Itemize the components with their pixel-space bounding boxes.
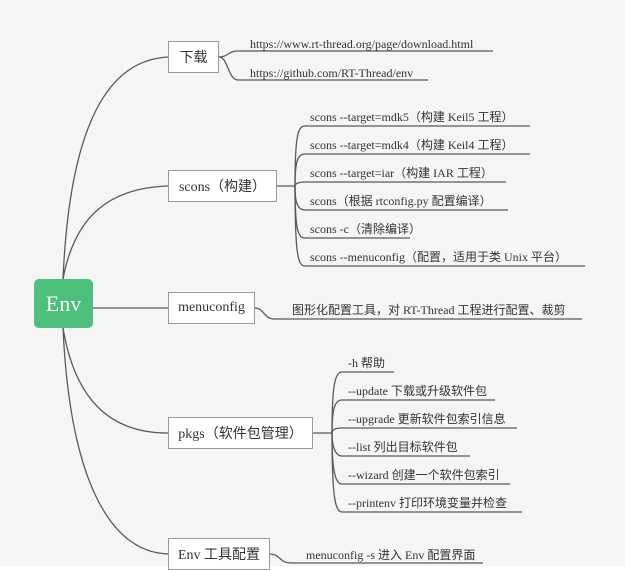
leaf-pkgs-help[interactable]: -h 帮助 [348,356,385,370]
connector-envconfig-1 [269,553,483,564]
branch-pkgs[interactable]: pkgs（软件包管理） [168,417,313,449]
leaf-scons-iar[interactable]: scons --target=iar（构建 IAR 工程） [310,166,493,180]
connector-root-download [62,56,169,280]
connector-root-envconfig [62,327,169,555]
connector-root-pkgs [62,327,169,434]
leaf-download-url-2[interactable]: https://github.com/RT-Thread/env [250,66,414,80]
branch-menuconfig[interactable]: menuconfig [168,292,255,324]
leaf-pkgs-wizard[interactable]: --wizard 创建一个软件包索引 [348,468,500,482]
branch-scons[interactable]: scons（构建） [168,170,277,202]
leaf-download-url-1[interactable]: https://www.rt-thread.org/page/download.… [250,37,474,51]
leaf-menuconfig-desc[interactable]: 图形化配置工具，对 RT-Thread 工程进行配置、裁剪 [292,303,566,317]
branch-env-config[interactable]: Env 工具配置 [168,538,270,570]
leaf-pkgs-printenv[interactable]: --printenv 打印环境变量并检查 [348,496,507,510]
connector-root-scons [62,185,169,280]
leaf-envconfig-desc[interactable]: menuconfig -s 进入 Env 配置界面 [306,548,476,562]
leaf-pkgs-list[interactable]: --list 列出目标软件包 [348,440,458,454]
leaf-scons-menuconfig[interactable]: scons --menuconfig（配置，适用于类 Unix 平台） [310,250,567,264]
leaf-scons-build[interactable]: scons（根据 rtconfig.py 配置编译） [310,194,492,208]
leaf-pkgs-update[interactable]: --update 下载或升级软件包 [348,384,487,398]
root-node-env[interactable]: Env [34,279,93,328]
leaf-scons-clean[interactable]: scons -c（清除编译） [310,222,421,236]
connector-download-1 [218,50,493,58]
connector-menuconfig-1 [254,307,582,320]
leaf-pkgs-upgrade[interactable]: --upgrade 更新软件包索引信息 [348,412,506,426]
leaf-scons-mdk5[interactable]: scons --target=mdk5（构建 Keil5 工程） [310,110,514,124]
leaf-scons-mdk4[interactable]: scons --target=mdk4（构建 Keil4 工程） [310,138,514,152]
branch-download[interactable]: 下载 [168,41,219,73]
connector-download-2 [218,56,428,81]
